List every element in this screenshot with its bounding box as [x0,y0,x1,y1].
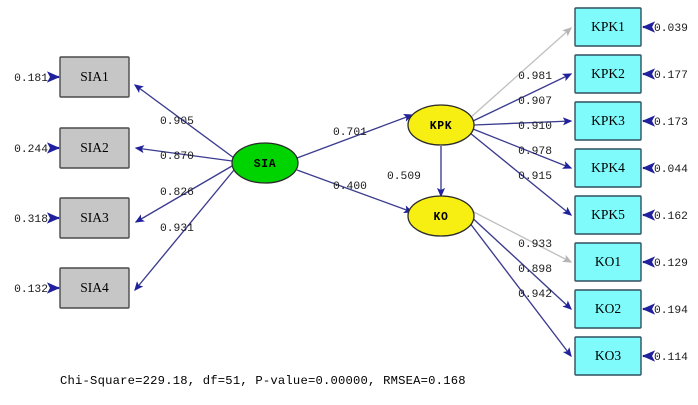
latent-label-kpk: KPK [430,120,453,133]
fit-statistics-text: Chi-Square=229.18, df=51, P-value=0.0000… [60,374,466,388]
right-observed-boxes: KPK1 KPK2 KPK3 KPK4 KPK5 KO1 [574,7,642,376]
loading-label-sia2: 0.870 [160,151,194,163]
observed-box-kpk2[interactable]: KPK2 [574,54,642,94]
loading-label-kpk3: 0.907 [518,96,552,108]
loading-label-kpk4: 0.910 [518,121,552,133]
observed-box-ko1[interactable]: KO1 [574,242,642,282]
observed-box-label: KPK4 [591,160,625,175]
left-loading-values: 0.905 0.870 0.826 0.931 [160,116,194,235]
error-value-sia3: 0.318 [14,214,48,226]
loading-label-ko3: 0.898 [518,264,552,276]
right-error-arrows [641,21,656,362]
error-value-kpk1: 0.039 [654,23,688,35]
observed-box-kpk5[interactable]: KPK5 [574,195,642,235]
latent-variable-kpk[interactable]: KPK [407,104,475,146]
observed-box-sia1[interactable]: SIA1 [59,56,130,98]
error-value-ko3: 0.114 [654,352,688,364]
loading-label-sia3: 0.826 [160,187,194,199]
kpk-loading-paths [469,27,573,216]
observed-box-label: KO3 [595,348,621,363]
observed-box-label: SIA1 [80,69,109,84]
observed-box-label: SIA3 [80,210,109,225]
error-value-kpk2: 0.177 [654,70,688,82]
observed-box-label: SIA2 [80,140,109,155]
observed-box-kpk1[interactable]: KPK1 [574,7,642,47]
sia-loading-paths [133,84,235,292]
path-value-sia-ko: 0.400 [333,181,367,193]
structural-paths [296,114,446,214]
structural-path-values: 0.701 0.400 0.509 [333,127,421,193]
observed-box-label: KO2 [595,301,621,316]
left-error-values: 0.181 0.244 0.318 0.132 [14,73,48,296]
observed-box-label: SIA4 [80,280,109,295]
error-value-kpk5: 0.162 [654,211,688,223]
loading-label-ko4: 0.942 [518,289,552,301]
path-value-kpk-ko: 0.509 [387,171,421,183]
observed-box-label: KPK3 [591,113,625,128]
error-value-kpk3: 0.173 [654,117,688,129]
observed-box-ko3[interactable]: KO3 [574,336,642,376]
error-value-sia2: 0.244 [14,144,48,156]
right-error-values: 0.039 0.177 0.173 0.044 0.162 0.129 0.19… [654,23,688,364]
error-value-sia4: 0.132 [14,284,48,296]
error-value-ko2: 0.194 [654,305,688,317]
latent-label-sia: SIA [254,158,277,171]
loading-label-ko1: 0.915 [518,171,552,183]
ko-loading-paths [465,207,573,358]
loading-label-ko2: 0.933 [518,239,552,251]
error-value-ko1: 0.129 [654,258,688,270]
observed-box-kpk4[interactable]: KPK4 [574,148,642,188]
loading-label-sia1: 0.905 [160,116,194,128]
observed-box-sia3[interactable]: SIA3 [59,197,130,239]
observed-box-kpk3[interactable]: KPK3 [574,101,642,141]
error-value-sia1: 0.181 [14,73,48,85]
loading-label-kpk5: 0.978 [518,146,552,158]
error-value-kpk4: 0.044 [654,164,688,176]
latent-variable-sia[interactable]: SIA [231,142,299,184]
observed-box-label: KPK2 [591,66,625,81]
observed-box-label: KO1 [595,254,621,269]
observed-box-sia2[interactable]: SIA2 [59,127,130,169]
observed-box-ko2[interactable]: KO2 [574,289,642,329]
observed-box-sia4[interactable]: SIA4 [59,267,130,309]
left-observed-boxes: SIA1 SIA2 SIA3 SIA4 [59,56,130,309]
path-value-sia-kpk: 0.701 [333,127,367,139]
latent-variable-ko[interactable]: KO [407,195,475,237]
latent-label-ko: KO [433,211,448,224]
left-error-arrows [46,71,61,294]
observed-box-label: KPK1 [591,19,625,34]
loading-label-kpk2: 0.981 [518,71,552,83]
observed-box-label: KPK5 [591,207,625,222]
loading-label-sia4: 0.931 [160,223,194,235]
right-loading-values: 0.981 0.907 0.910 0.978 0.915 0.933 0.89… [518,71,552,301]
